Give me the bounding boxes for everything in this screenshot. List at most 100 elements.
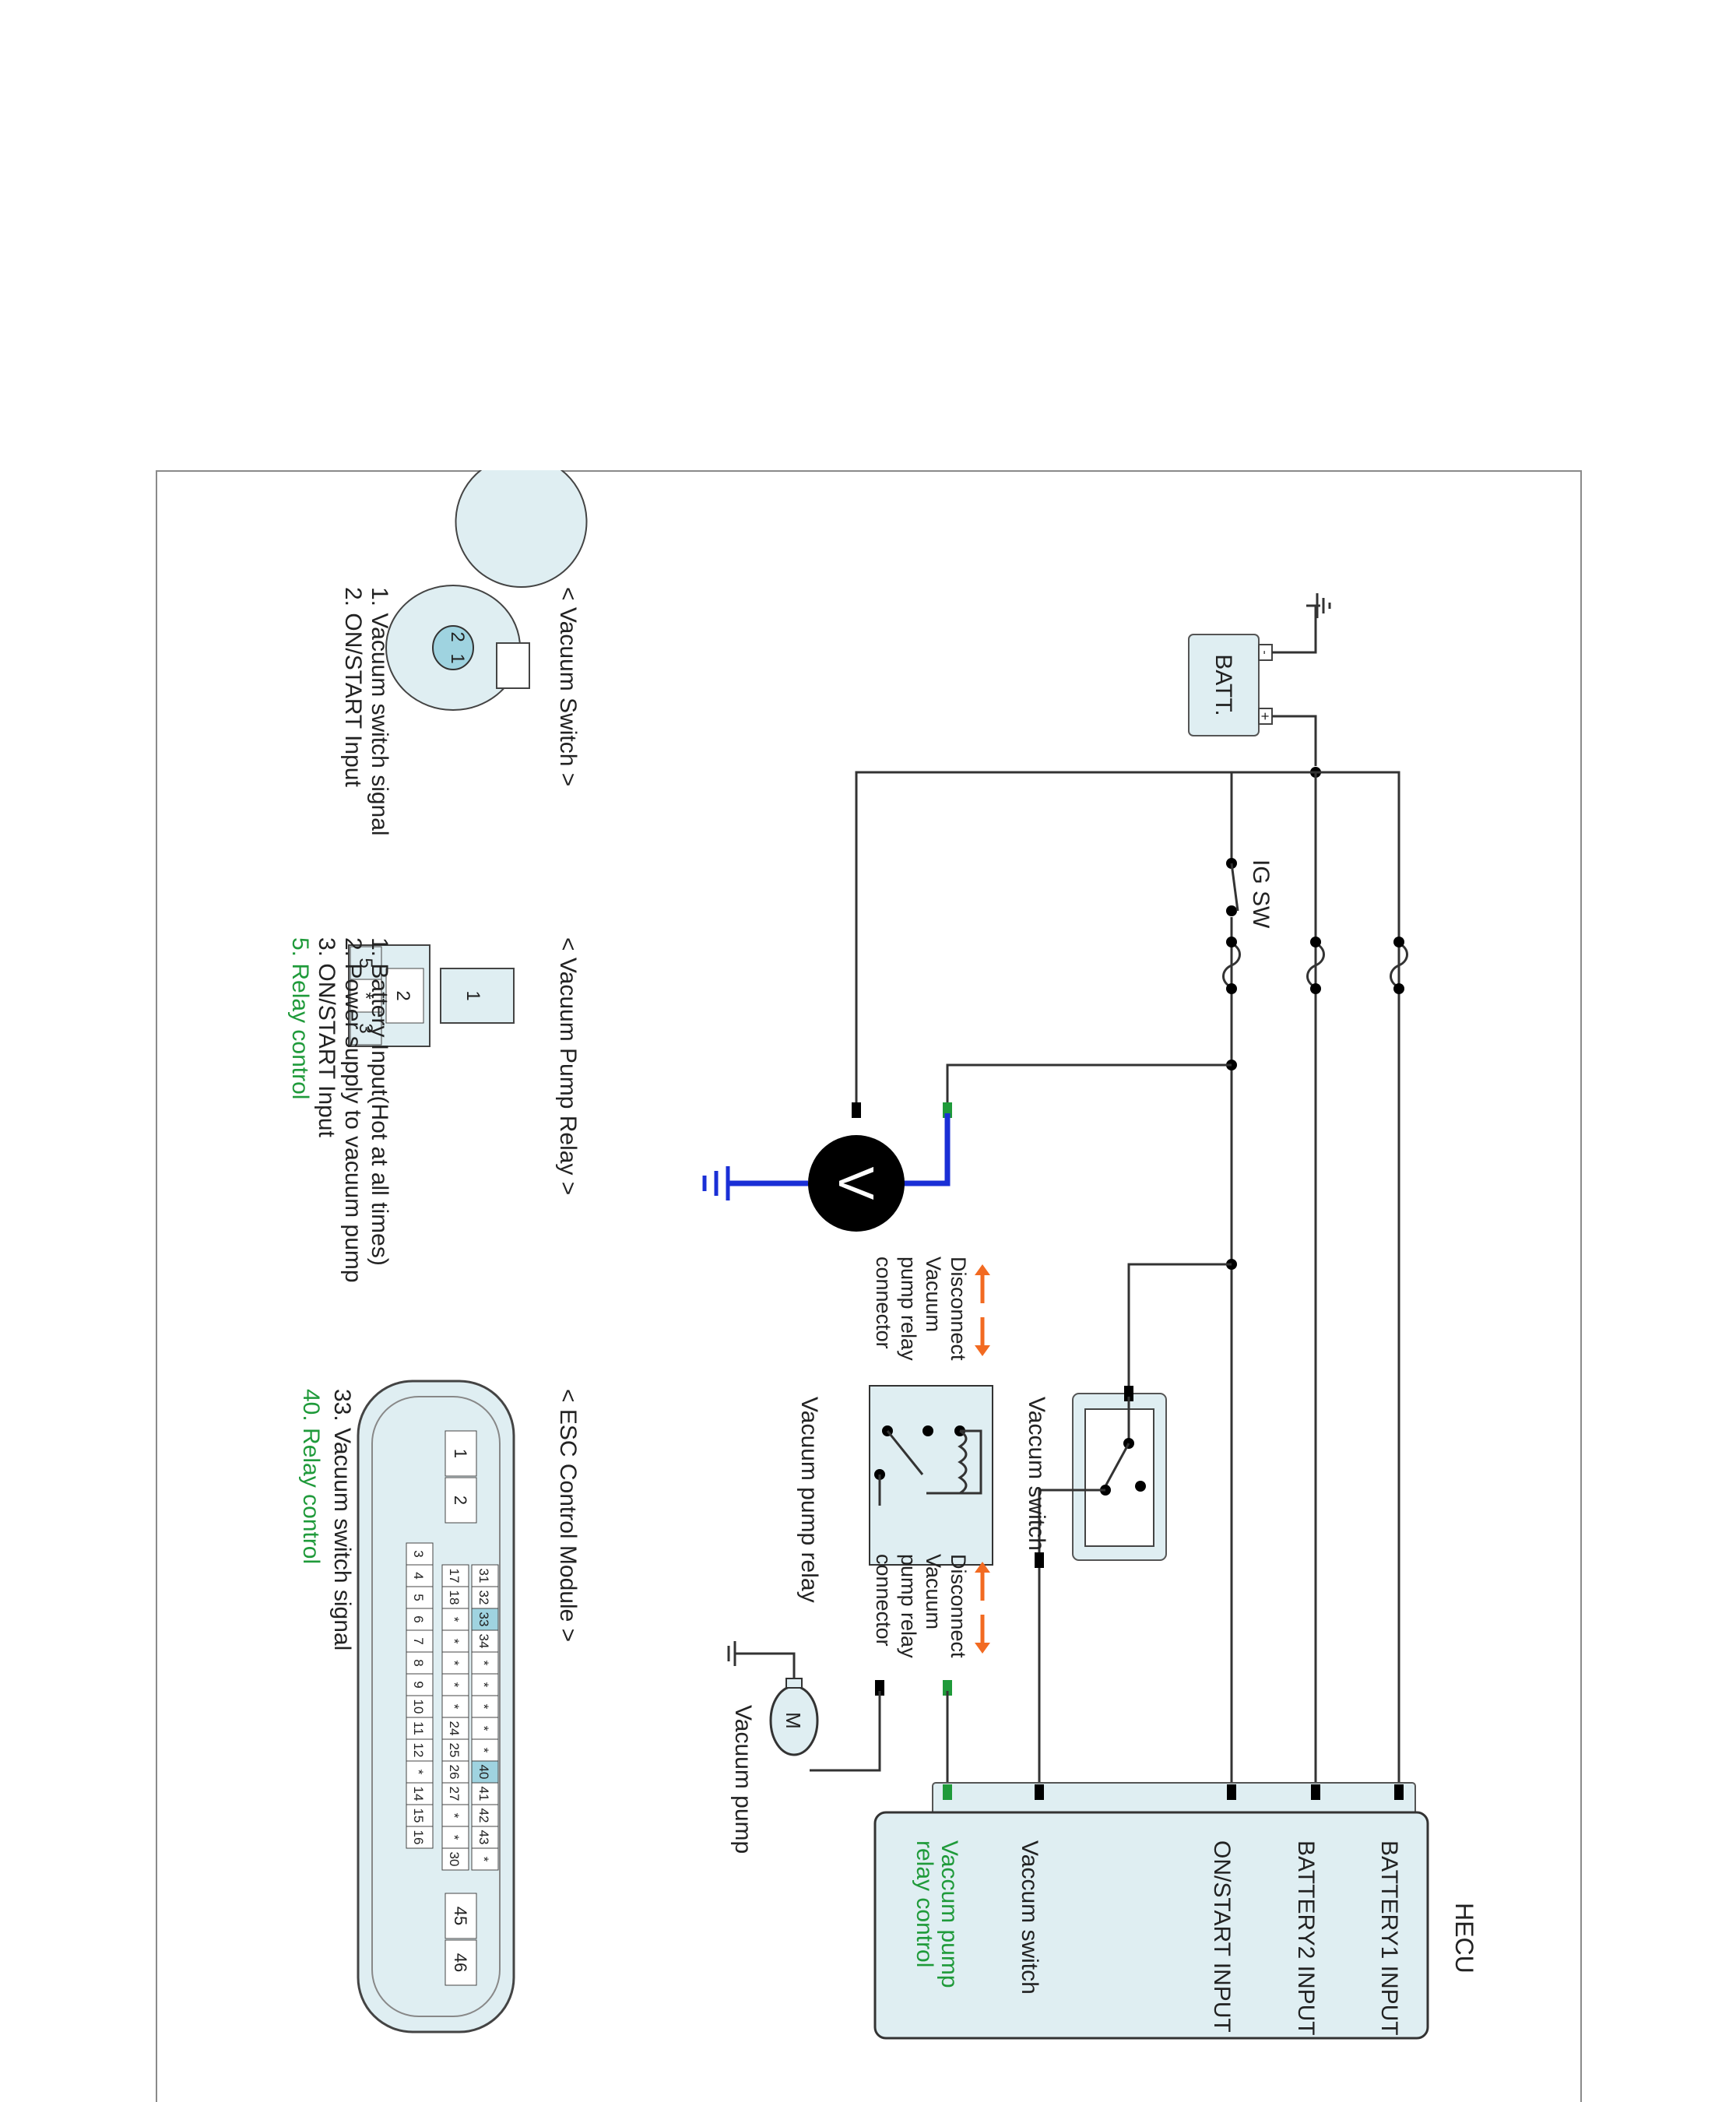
fuse-on-start-icon xyxy=(1222,942,1241,989)
hecu-on-start-terminal xyxy=(1227,1784,1236,1800)
vacuum-switch-terminal-out xyxy=(1035,1552,1044,1568)
esc-pin-label: 24 xyxy=(447,1721,462,1736)
disconnect-right-arrow-head xyxy=(975,1562,990,1573)
esc-pin-cell xyxy=(406,1826,434,1849)
esc-legend-highlight: 40. Relay control xyxy=(298,1389,324,1564)
vacuum-switch-supply-wire xyxy=(1127,1263,1232,1394)
esc-pin-label: 10 xyxy=(411,1700,426,1714)
motor-ground-wire xyxy=(735,1652,796,1678)
esc-pin-label: 27 xyxy=(447,1787,462,1801)
relay-connector-pin: * xyxy=(355,992,376,999)
vacuum-switch-pin-pair xyxy=(432,625,474,670)
meter-ground-wire xyxy=(855,771,1232,1110)
hecu-title: HECU xyxy=(1450,1903,1478,1974)
fuse-end-dot xyxy=(1393,937,1404,947)
esc-pin-label: * xyxy=(476,1857,491,1862)
esc-pin-label: 26 xyxy=(447,1765,462,1780)
esc-pin-label: 46 xyxy=(451,1953,470,1972)
relay-coil-wire xyxy=(960,1429,982,1495)
battery-box xyxy=(1188,634,1260,736)
esc-pin-label: 4 xyxy=(411,1572,426,1579)
relay-connector-top xyxy=(440,968,515,1024)
relay-switch-blade xyxy=(886,1430,924,1475)
vacuum-switch-connector-body xyxy=(455,470,588,588)
esc-pin-label: 43 xyxy=(476,1830,491,1845)
pump-supply-terminal xyxy=(875,1680,884,1696)
esc-pin-label: * xyxy=(447,1639,462,1644)
disconnect-right-label-line: pump relay xyxy=(897,1554,920,1658)
esc-pin-label: 15 xyxy=(411,1808,426,1823)
ig-sw-gap xyxy=(1225,859,1238,917)
motor-letter: M xyxy=(782,1712,805,1729)
esc-left-pin-cell xyxy=(445,1477,477,1524)
hecu-box xyxy=(873,1811,1429,2040)
esc-pin-label: 18 xyxy=(447,1591,462,1605)
disconnect-left-arrow-head xyxy=(975,1345,990,1356)
esc-pin-label: 3 xyxy=(411,1550,426,1557)
esc-pin-label: * xyxy=(447,1661,462,1666)
esc-pin-label: 40 xyxy=(476,1765,491,1780)
vacuum-pump-relay-legend-line: 2. Power supply to vacuum pump xyxy=(340,937,366,1283)
battery1-wire xyxy=(1316,771,1400,1792)
battery-ground-wire xyxy=(1272,604,1320,654)
disconnect-left-arrow-head xyxy=(975,1264,990,1275)
vacuum-pump-relay-legend-highlight: 5. Relay control xyxy=(287,937,313,1099)
esc-module-inner xyxy=(371,1396,501,2017)
disconnect-right-label-line: Vacuum xyxy=(922,1554,945,1629)
vacuum-switch-pin: 2 xyxy=(447,631,468,641)
hecu-relay-control-label: Vaccum pump xyxy=(937,1840,962,1988)
esc-pin-cell xyxy=(441,1847,469,1871)
esc-pin-label: 31 xyxy=(476,1569,491,1584)
vacuum-pump-relay-legend-line: 1. Battery Input(Hot at all times) xyxy=(367,937,392,1266)
voltmeter-letter: V xyxy=(828,1167,884,1200)
esc-pin-label: * xyxy=(411,1770,426,1775)
vacuum-pump-relay-connector-title: < Vacuum Pump Relay > xyxy=(555,937,581,1195)
esc-left-pin-cell xyxy=(445,1430,477,1477)
vacuum-switch-terminal-in xyxy=(1124,1386,1133,1401)
esc-legend-line: 33. Vacuum switch signal xyxy=(329,1389,355,1650)
hecu-pin-battery1-label: BATTERY1 INPUT xyxy=(1376,1840,1402,2036)
esc-pin-label: 8 xyxy=(411,1659,426,1666)
vacuum-pump-relay-box xyxy=(869,1385,993,1566)
esc-pin-label: 11 xyxy=(411,1721,426,1735)
fuse-end-dot xyxy=(1310,983,1321,994)
fuse-battery2-icon xyxy=(1306,942,1325,989)
disconnect-right-arrow-head xyxy=(975,1643,990,1654)
vacuum-switch-legend-line: 1. Vacuum switch signal xyxy=(367,587,392,836)
relay-contact xyxy=(922,1425,933,1436)
meter-black-terminal xyxy=(852,1102,861,1118)
hecu-relay-control-terminal xyxy=(943,1784,952,1800)
ig-sw-label: IG SW xyxy=(1248,859,1274,929)
esc-pin-label: 34 xyxy=(476,1634,491,1649)
vacuum-switch-signal-wire xyxy=(1038,1489,1105,1792)
esc-pin-label: * xyxy=(447,1835,462,1840)
vacuum-switch-legend-line: 2. ON/START Input xyxy=(340,587,366,787)
vacuum-switch-contact xyxy=(1135,1481,1146,1492)
fuse-end-dot xyxy=(1310,937,1321,947)
esc-pin-label: 32 xyxy=(476,1591,491,1605)
vacuum-switch-label: Vaccum switch xyxy=(1024,1397,1049,1551)
disconnect-left-label-line: pump relay xyxy=(897,1257,920,1361)
esc-pin-label: * xyxy=(447,1813,462,1819)
fuse-battery1-icon xyxy=(1390,942,1408,989)
esc-pin-label: 2 xyxy=(451,1496,470,1505)
fuse-end-dot xyxy=(1226,983,1237,994)
ig-sw-blade xyxy=(1230,863,1239,912)
hecu-vacuum-switch-terminal xyxy=(1035,1784,1044,1800)
vacuum-pump-relay-label: Vacuum pump relay xyxy=(796,1397,822,1603)
esc-pin-label: 25 xyxy=(447,1743,462,1758)
relay-connector-pin: 5 xyxy=(355,958,376,968)
pump-supply-wire xyxy=(810,1691,881,1772)
esc-pin-label: 41 xyxy=(476,1787,491,1801)
relay-connector-pin: 3 xyxy=(355,1023,376,1033)
hecu-battery2-terminal xyxy=(1311,1784,1320,1800)
esc-pin-label: * xyxy=(447,1617,462,1622)
esc-pin-label: * xyxy=(476,1704,491,1710)
disconnect-right-label-line: Disconnect xyxy=(947,1554,970,1658)
esc-pin-label: * xyxy=(476,1726,491,1731)
esc-pin-label: 6 xyxy=(411,1615,426,1622)
vacuum-switch-connector-latch xyxy=(496,642,530,689)
vacuum-switch-pin: 1 xyxy=(447,653,468,663)
hecu-pin-battery2-label: BATTERY2 INPUT xyxy=(1293,1840,1319,2036)
